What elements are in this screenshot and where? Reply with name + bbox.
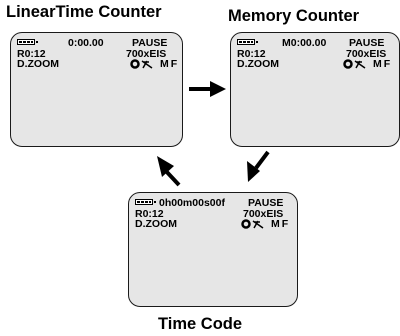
battery-icon <box>17 39 38 45</box>
digital-zoom-label: D.ZOOM <box>135 218 177 230</box>
linear-counter-screen: 0:00.00 PAUSE R0:12 700xEIS D.ZOOM MF <box>10 32 183 147</box>
arrow-icon <box>247 150 270 182</box>
zoom-value: 700xEIS <box>346 48 387 60</box>
time-code-screen: 0h00m00s00f PAUSE R0:12 700xEIS D.ZOOM M… <box>128 192 298 307</box>
program-ae-icon <box>130 59 153 69</box>
zoom-value: 700xEIS <box>243 208 284 220</box>
program-ae-icon <box>241 219 264 229</box>
arrow-icon <box>157 156 181 187</box>
status-text: PAUSE <box>349 37 385 49</box>
program-ae-icon <box>343 59 366 69</box>
remaining-time: R0:12 <box>17 48 46 60</box>
arrow-icon <box>189 81 226 97</box>
zoom-value: 700xEIS <box>126 48 167 60</box>
remaining-time: R0:12 <box>237 48 266 60</box>
manual-focus-indicator: MF <box>271 218 291 230</box>
linear-time-counter-label: LinearTime Counter <box>6 3 162 21</box>
memory-counter-screen: M0:00.00 PAUSE R0:12 700xEIS D.ZOOM MF <box>230 32 400 147</box>
battery-icon <box>237 39 258 45</box>
manual-focus-indicator: MF <box>373 58 393 70</box>
counter-value: 0h00m00s00f <box>159 197 225 209</box>
status-text: PAUSE <box>132 37 168 49</box>
digital-zoom-label: D.ZOOM <box>17 58 59 70</box>
counter-value: M0:00.00 <box>282 37 327 49</box>
time-code-label: Time Code <box>158 315 243 333</box>
manual-focus-indicator: MF <box>160 58 180 70</box>
digital-zoom-label: D.ZOOM <box>237 58 279 70</box>
memory-counter-label: Memory Counter <box>228 7 360 25</box>
counter-value: 0:00.00 <box>68 37 104 49</box>
battery-icon <box>135 199 156 205</box>
remaining-time: R0:12 <box>135 208 164 220</box>
status-text: PAUSE <box>248 197 284 209</box>
